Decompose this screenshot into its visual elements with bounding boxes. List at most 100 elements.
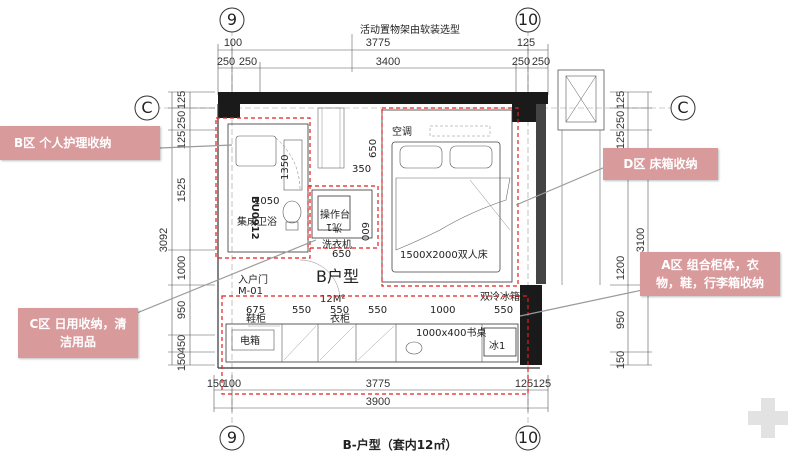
- bed: [391, 141, 501, 273]
- grid-label-bottom-10: 10: [518, 428, 538, 447]
- dim-550c: 550: [368, 305, 387, 316]
- zone-d: [381, 107, 519, 287]
- dim-top-250c: 250: [512, 56, 530, 68]
- dim-top-250b: 250: [239, 56, 257, 68]
- dim-top-100: 100: [224, 37, 242, 49]
- bathroom-outline: [227, 123, 309, 253]
- washer-label: 洗衣机: [322, 238, 352, 251]
- zone-a: [221, 295, 529, 395]
- dim-600: 600: [359, 222, 370, 241]
- grid-label-top-10: 10: [518, 10, 538, 29]
- grid-circle-bottom-10: [515, 425, 541, 451]
- callout-d-text: D区 床箱收纳: [623, 157, 698, 171]
- dim-550b: 550: [330, 305, 349, 316]
- dim-right-125a: 125: [615, 91, 627, 109]
- dim-left-450: 450: [176, 335, 188, 353]
- callout-b: B区 个人护理收纳: [0, 126, 160, 160]
- door-label: 入户门: [238, 273, 268, 286]
- sink-box: [317, 195, 351, 231]
- grid-label-bottom-9: 9: [227, 428, 237, 447]
- dim-650b: 650: [332, 249, 351, 260]
- storage-zones: [215, 107, 529, 395]
- dims-right-lines: [610, 91, 652, 366]
- ac-unit: [429, 125, 491, 137]
- callout-d: D区 床箱收纳: [603, 148, 718, 180]
- grid-label-right-c: C: [677, 98, 688, 117]
- unit-type: B户型: [316, 267, 359, 286]
- dim-top-3400: 3400: [376, 56, 400, 68]
- callout-a: A区 组合柜体，衣物，鞋，行李箱收纳: [640, 252, 780, 296]
- dim-top-125: 125: [517, 37, 535, 49]
- dim-right-125b: 125: [615, 131, 627, 149]
- dim-right-150: 150: [615, 351, 627, 369]
- shoe-label: 鞋柜: [246, 312, 266, 325]
- grid-label-top-9: 9: [227, 10, 237, 29]
- dim-left-250: 250: [176, 111, 188, 129]
- bed-blanket: [395, 177, 511, 251]
- dims-top-lines: [217, 44, 549, 95]
- meter-box: [231, 329, 275, 351]
- callout-a-text: A区 组合柜体，衣物，鞋，行李箱收纳: [655, 258, 764, 290]
- dims-bottom-lines: [213, 375, 549, 412]
- dim-675: 675: [246, 305, 265, 316]
- dim-1000: 1000: [430, 305, 455, 316]
- plan-caption: B-户型（套内12㎡）: [342, 438, 458, 452]
- ac-label: 空调: [392, 125, 412, 138]
- dim-top-250a: 250: [217, 56, 235, 68]
- dim-right-1200: 1200: [615, 256, 627, 280]
- desk-label: 1000x400书桌: [416, 326, 486, 339]
- fridge-box: [483, 327, 517, 357]
- callout-c: C区 日用收纳，清洁用品: [18, 308, 138, 358]
- grid-circle-right-c: [670, 95, 696, 121]
- window-box: [557, 69, 605, 131]
- callout-c-text: C区 日用收纳，清洁用品: [29, 317, 127, 349]
- meter-label: 电箱: [240, 334, 260, 347]
- grid-circle-bottom-9: [219, 425, 245, 451]
- dim-bottom-3775: 3775: [366, 378, 390, 390]
- fridge-label: 冰1: [489, 339, 505, 352]
- shower-tray: [235, 135, 277, 167]
- corridor-cabinet: [317, 107, 345, 169]
- dim-top-250d: 250: [532, 56, 550, 68]
- wardrobe-label: 衣柜: [330, 312, 350, 325]
- console-box: [311, 189, 373, 239]
- zone-b: [215, 117, 311, 259]
- dims-left-lines: [168, 91, 215, 366]
- dim-bottom-125a: 125: [515, 378, 533, 390]
- top-note: 活动置物架由软装选型: [360, 23, 460, 36]
- console-label: 操作台: [320, 208, 350, 221]
- grid-circle-top-9: [219, 7, 245, 33]
- zone-c: [307, 185, 379, 249]
- bathroom-code: BU0912: [249, 196, 260, 240]
- dim-left-125a: 125: [176, 91, 188, 109]
- dim-bottom-3900: 3900: [366, 396, 390, 408]
- callout-b-text: B区 个人护理收纳: [14, 136, 112, 150]
- plus-icon: [748, 398, 788, 438]
- dim-top-3775: 3775: [366, 37, 390, 49]
- dim-650a: 650: [368, 139, 379, 158]
- bed-label: 1500X2000双人床: [400, 248, 488, 261]
- wall-top: [218, 92, 548, 104]
- dim-350: 350: [352, 164, 371, 175]
- dim-right-950: 950: [615, 311, 627, 329]
- dim-left-1000: 1000: [176, 256, 188, 280]
- dim-left-1525: 1525: [176, 178, 188, 202]
- desk-chair: [405, 341, 423, 355]
- pillow-left: [399, 145, 443, 169]
- grid-circle-left-c: [134, 95, 160, 121]
- grid-circle-top-10: [515, 7, 541, 33]
- shower-panel: [283, 139, 303, 191]
- dim-bottom-150: 150: [207, 378, 225, 390]
- dim-left-3092: 3092: [158, 228, 170, 252]
- dim-left-150: 150: [176, 353, 188, 371]
- dim-left-125b: 125: [176, 131, 188, 149]
- cabinet-row: [225, 323, 519, 363]
- dim-1350: 1350: [280, 155, 291, 180]
- dim-right-3100: 3100: [635, 228, 647, 252]
- grid-label-left-c: C: [141, 98, 152, 117]
- door-code: M-01: [238, 286, 263, 297]
- dim-right-250: 250: [615, 111, 627, 129]
- column-top-left: [218, 92, 240, 118]
- dim-550d: 550: [494, 305, 513, 316]
